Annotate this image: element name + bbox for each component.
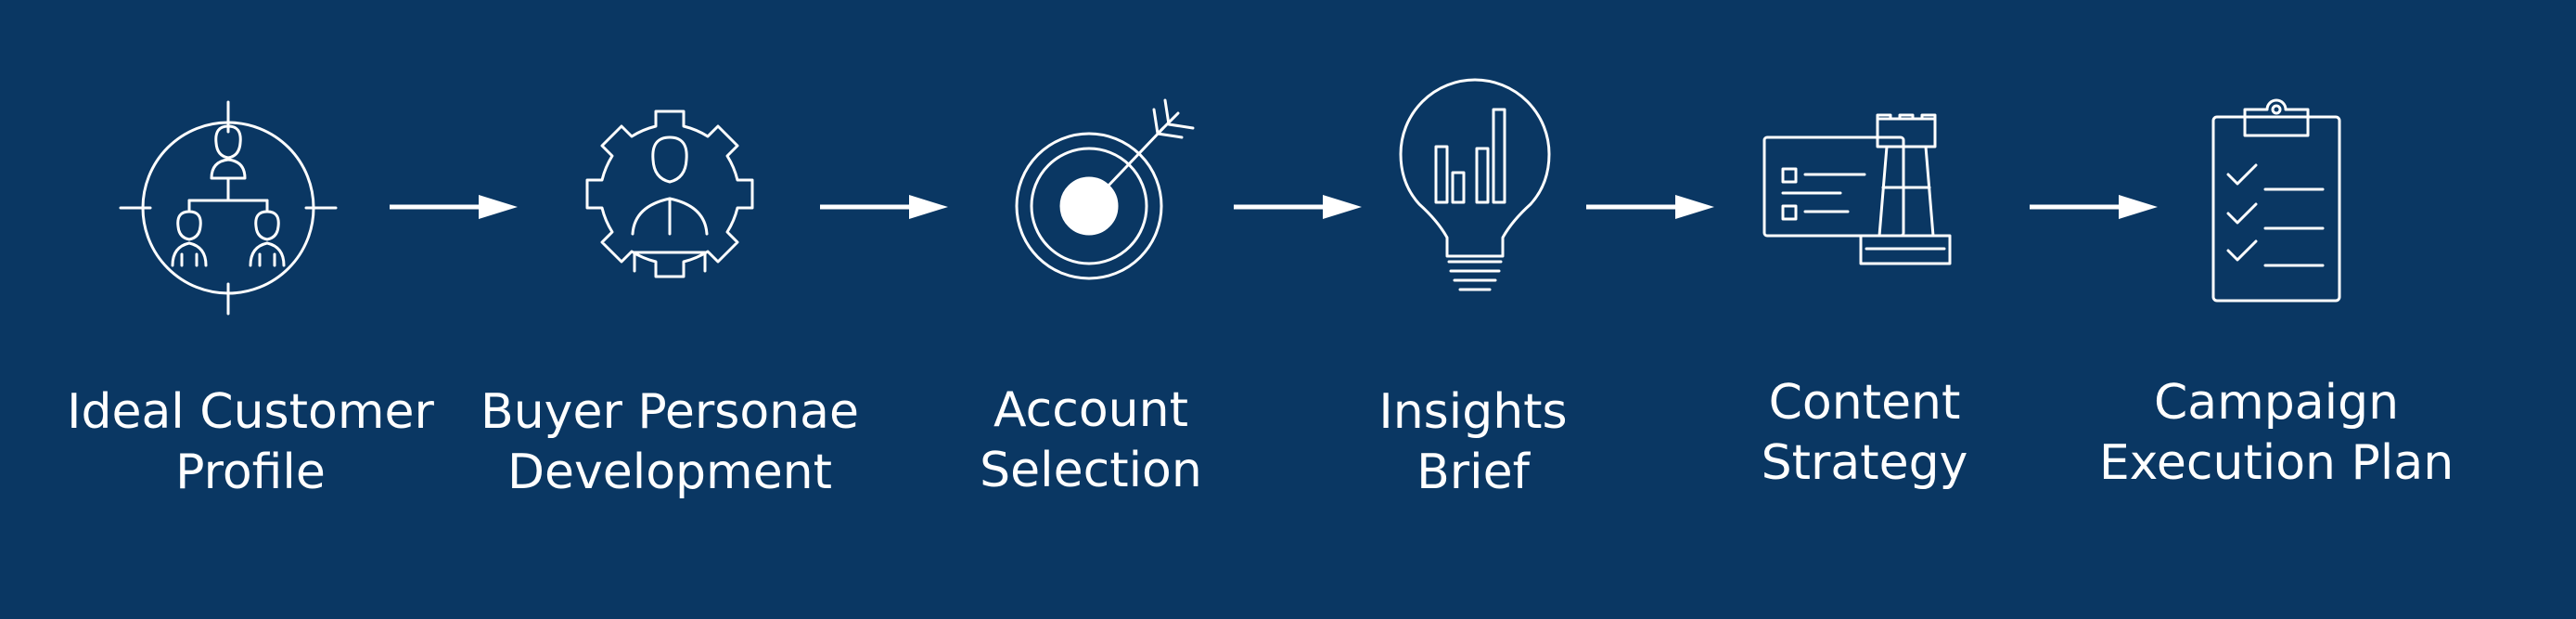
flow-arrow <box>1234 195 1362 219</box>
step-label-buyer-personae-development: Buyer Personae Development <box>429 382 911 503</box>
step-label-campaign-execution-plan: Campaign Execution Plan <box>2035 373 2518 494</box>
step-label-ideal-customer-profile: Ideal Customer Profile <box>9 382 492 503</box>
clipboard-checklist-icon <box>2211 98 2341 303</box>
step-label-line: Execution Plan <box>2098 435 2454 491</box>
flow-arrow <box>1586 195 1714 219</box>
strategy-board-rook-icon <box>1762 113 1967 265</box>
lightbulb-chart-icon <box>1399 87 1551 297</box>
step-label-line: Content <box>1768 375 1961 431</box>
persona-gear-icon <box>568 104 772 308</box>
step-label-line: Selection <box>980 443 1202 498</box>
step-label-line: Insights <box>1378 384 1568 440</box>
step-label-line: Ideal Customer <box>67 384 434 440</box>
step-label-line: Campaign <box>2153 375 2400 431</box>
step-label-account-selection: Account Selection <box>850 380 1332 501</box>
icp-target-people-icon <box>119 100 338 316</box>
flow-arrow <box>390 195 518 219</box>
step-label-line: Strategy <box>1761 435 1968 491</box>
step-label-insights-brief: Insights Brief <box>1232 382 1714 503</box>
step-label-line: Buyer Personae <box>481 384 859 440</box>
step-label-line: Development <box>506 445 833 500</box>
step-label-line: Profile <box>175 445 326 500</box>
step-label-line: Account <box>993 382 1188 438</box>
flow-arrow <box>2030 195 2158 219</box>
flow-arrow <box>820 195 948 219</box>
step-label-content-strategy: Content Strategy <box>1623 373 2106 494</box>
bullseye-dart-icon <box>996 91 1200 297</box>
step-label-line: Brief <box>1416 445 1530 500</box>
